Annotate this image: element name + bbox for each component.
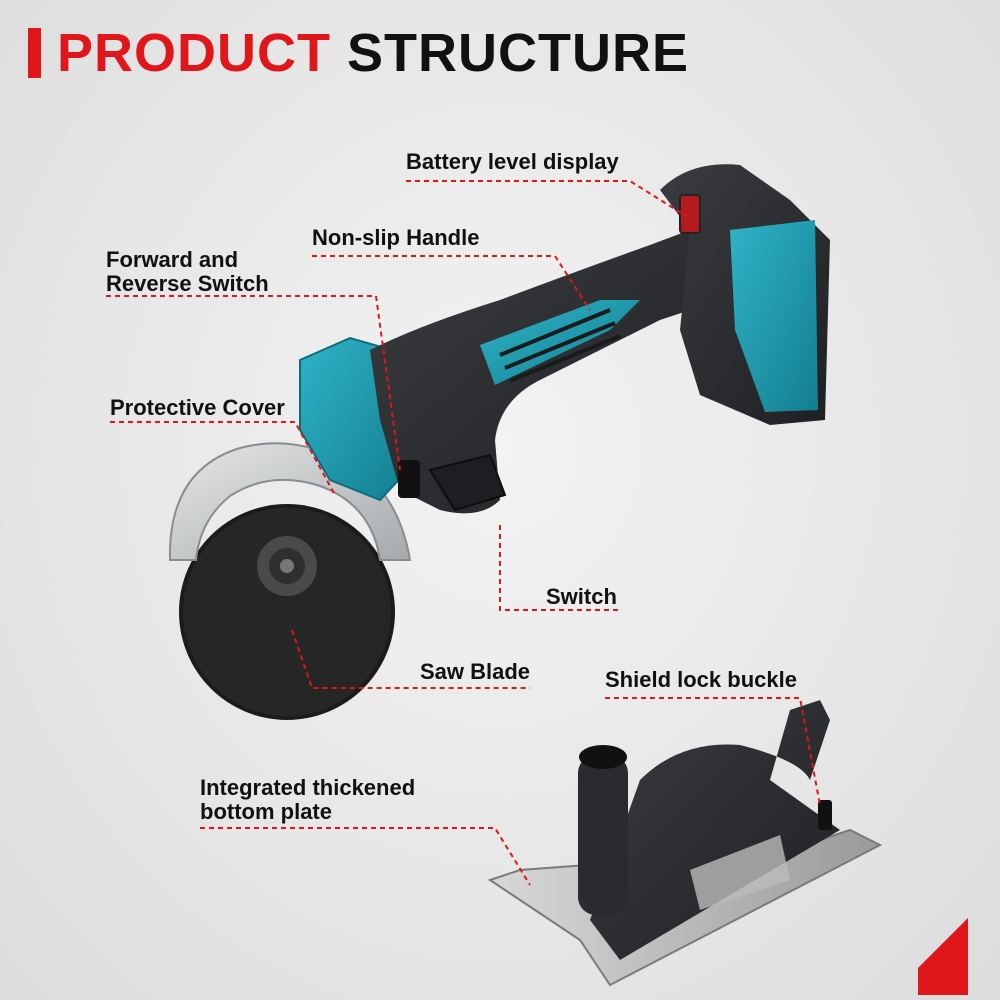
saw-blade bbox=[179, 504, 395, 720]
label-non-slip-handle: Non-slip Handle bbox=[312, 225, 480, 250]
leader-switch bbox=[499, 525, 620, 611]
label-protective-cover: Protective Cover bbox=[110, 395, 285, 420]
shield-lock-buckle bbox=[818, 800, 832, 830]
label-forward-reverse-line2: Reverse Switch bbox=[106, 271, 269, 296]
label-saw-blade: Saw Blade bbox=[420, 659, 531, 684]
label-plate-line1: Integrated thickened bbox=[200, 775, 416, 800]
label-switch: Switch bbox=[546, 584, 617, 609]
label-forward-reverse-line1: Forward and bbox=[106, 247, 239, 272]
grip-ribs bbox=[499, 308, 621, 383]
label-shield-lock-buckle: Shield lock buckle bbox=[605, 667, 797, 692]
dust-port bbox=[578, 755, 628, 915]
leader-cover bbox=[110, 421, 336, 496]
page-title: PRODUCT STRUCTURE bbox=[28, 22, 689, 84]
base-window bbox=[690, 835, 790, 910]
leader-blade bbox=[291, 629, 530, 689]
label-plate-line2: bottom plate bbox=[200, 799, 332, 824]
title-accent-bar bbox=[28, 28, 41, 78]
teal-side-panel bbox=[730, 220, 818, 412]
fr-switch bbox=[398, 460, 420, 498]
label-battery-level-display: Battery level display bbox=[406, 149, 619, 174]
title-part1: PRODUCT bbox=[57, 23, 331, 83]
leader-shield bbox=[605, 697, 821, 806]
leader-fr-switch bbox=[106, 295, 401, 471]
title-part2: STRUCTURE bbox=[347, 23, 689, 83]
trigger-switch bbox=[428, 453, 507, 512]
leader-handle bbox=[312, 255, 591, 311]
base-housing bbox=[590, 700, 840, 960]
battery-display bbox=[679, 194, 701, 234]
leader-battery bbox=[406, 180, 687, 217]
